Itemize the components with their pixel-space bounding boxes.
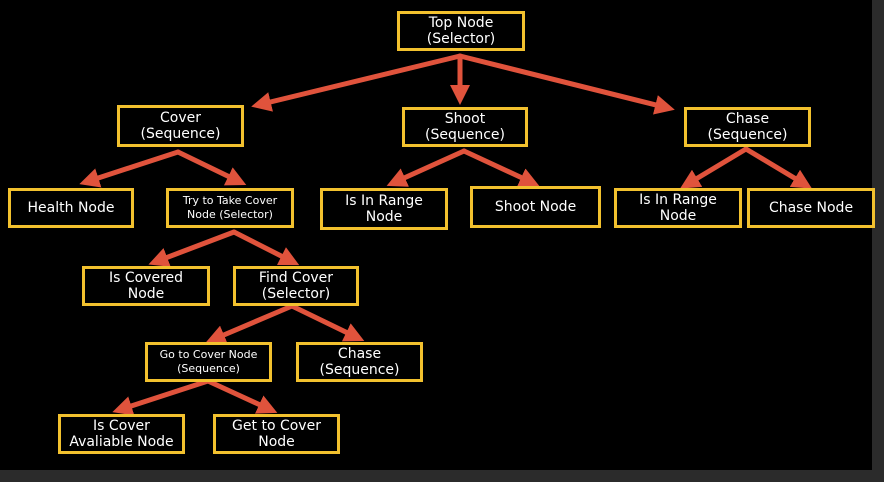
arrow-cover-to-try-cover — [175, 149, 247, 186]
arrow-chase-to-in-range — [679, 146, 749, 189]
arrow-find-cover-to-go-to-cover — [205, 303, 295, 345]
is-in-range-node-shoot: Is In Range Node — [320, 188, 448, 230]
arrow-find-cover-to-chase-seq — [289, 303, 365, 342]
arrow-cover-to-health — [79, 149, 181, 188]
chase-sequence-node: Chase (Sequence) — [684, 107, 811, 147]
go-to-cover-node-sequence: Go to Cover Node (Sequence) — [145, 342, 272, 382]
top-node-selector: Top Node (Selector) — [397, 11, 525, 51]
arrow-chase-to-chase-node — [743, 146, 813, 189]
arrow-go-to-cover-to-cover-available — [112, 378, 211, 416]
health-node: Health Node — [8, 188, 134, 228]
arrow-go-to-cover-to-get-to-cover — [205, 378, 278, 414]
arrow-top-to-chase — [457, 53, 675, 115]
get-to-cover-node: Get to Cover Node — [213, 414, 340, 454]
cover-sequence-node: Cover (Sequence) — [117, 105, 244, 147]
shoot-node: Shoot Node — [470, 186, 601, 228]
shoot-sequence-node: Shoot (Sequence) — [402, 107, 528, 147]
arrow-shoot-to-in-range — [386, 148, 467, 187]
is-in-range-node-chase: Is In Range Node — [614, 188, 742, 228]
is-cover-available-node: Is Cover Avaliable Node — [58, 414, 185, 454]
chase-node: Chase Node — [747, 188, 875, 228]
arrow-shoot-to-shoot-node — [461, 148, 540, 187]
arrow-try-cover-to-find-cover — [231, 229, 300, 266]
arrow-try-cover-to-is-covered — [148, 229, 237, 267]
diagram-background — [0, 0, 872, 470]
chase-sequence-node-lower: Chase (Sequence) — [296, 342, 423, 382]
try-to-take-cover-node: Try to Take Cover Node (Selector) — [166, 188, 294, 228]
is-covered-node: Is Covered Node — [82, 266, 210, 306]
arrow-top-to-cover — [251, 53, 463, 112]
find-cover-selector-node: Find Cover (Selector) — [233, 266, 359, 306]
